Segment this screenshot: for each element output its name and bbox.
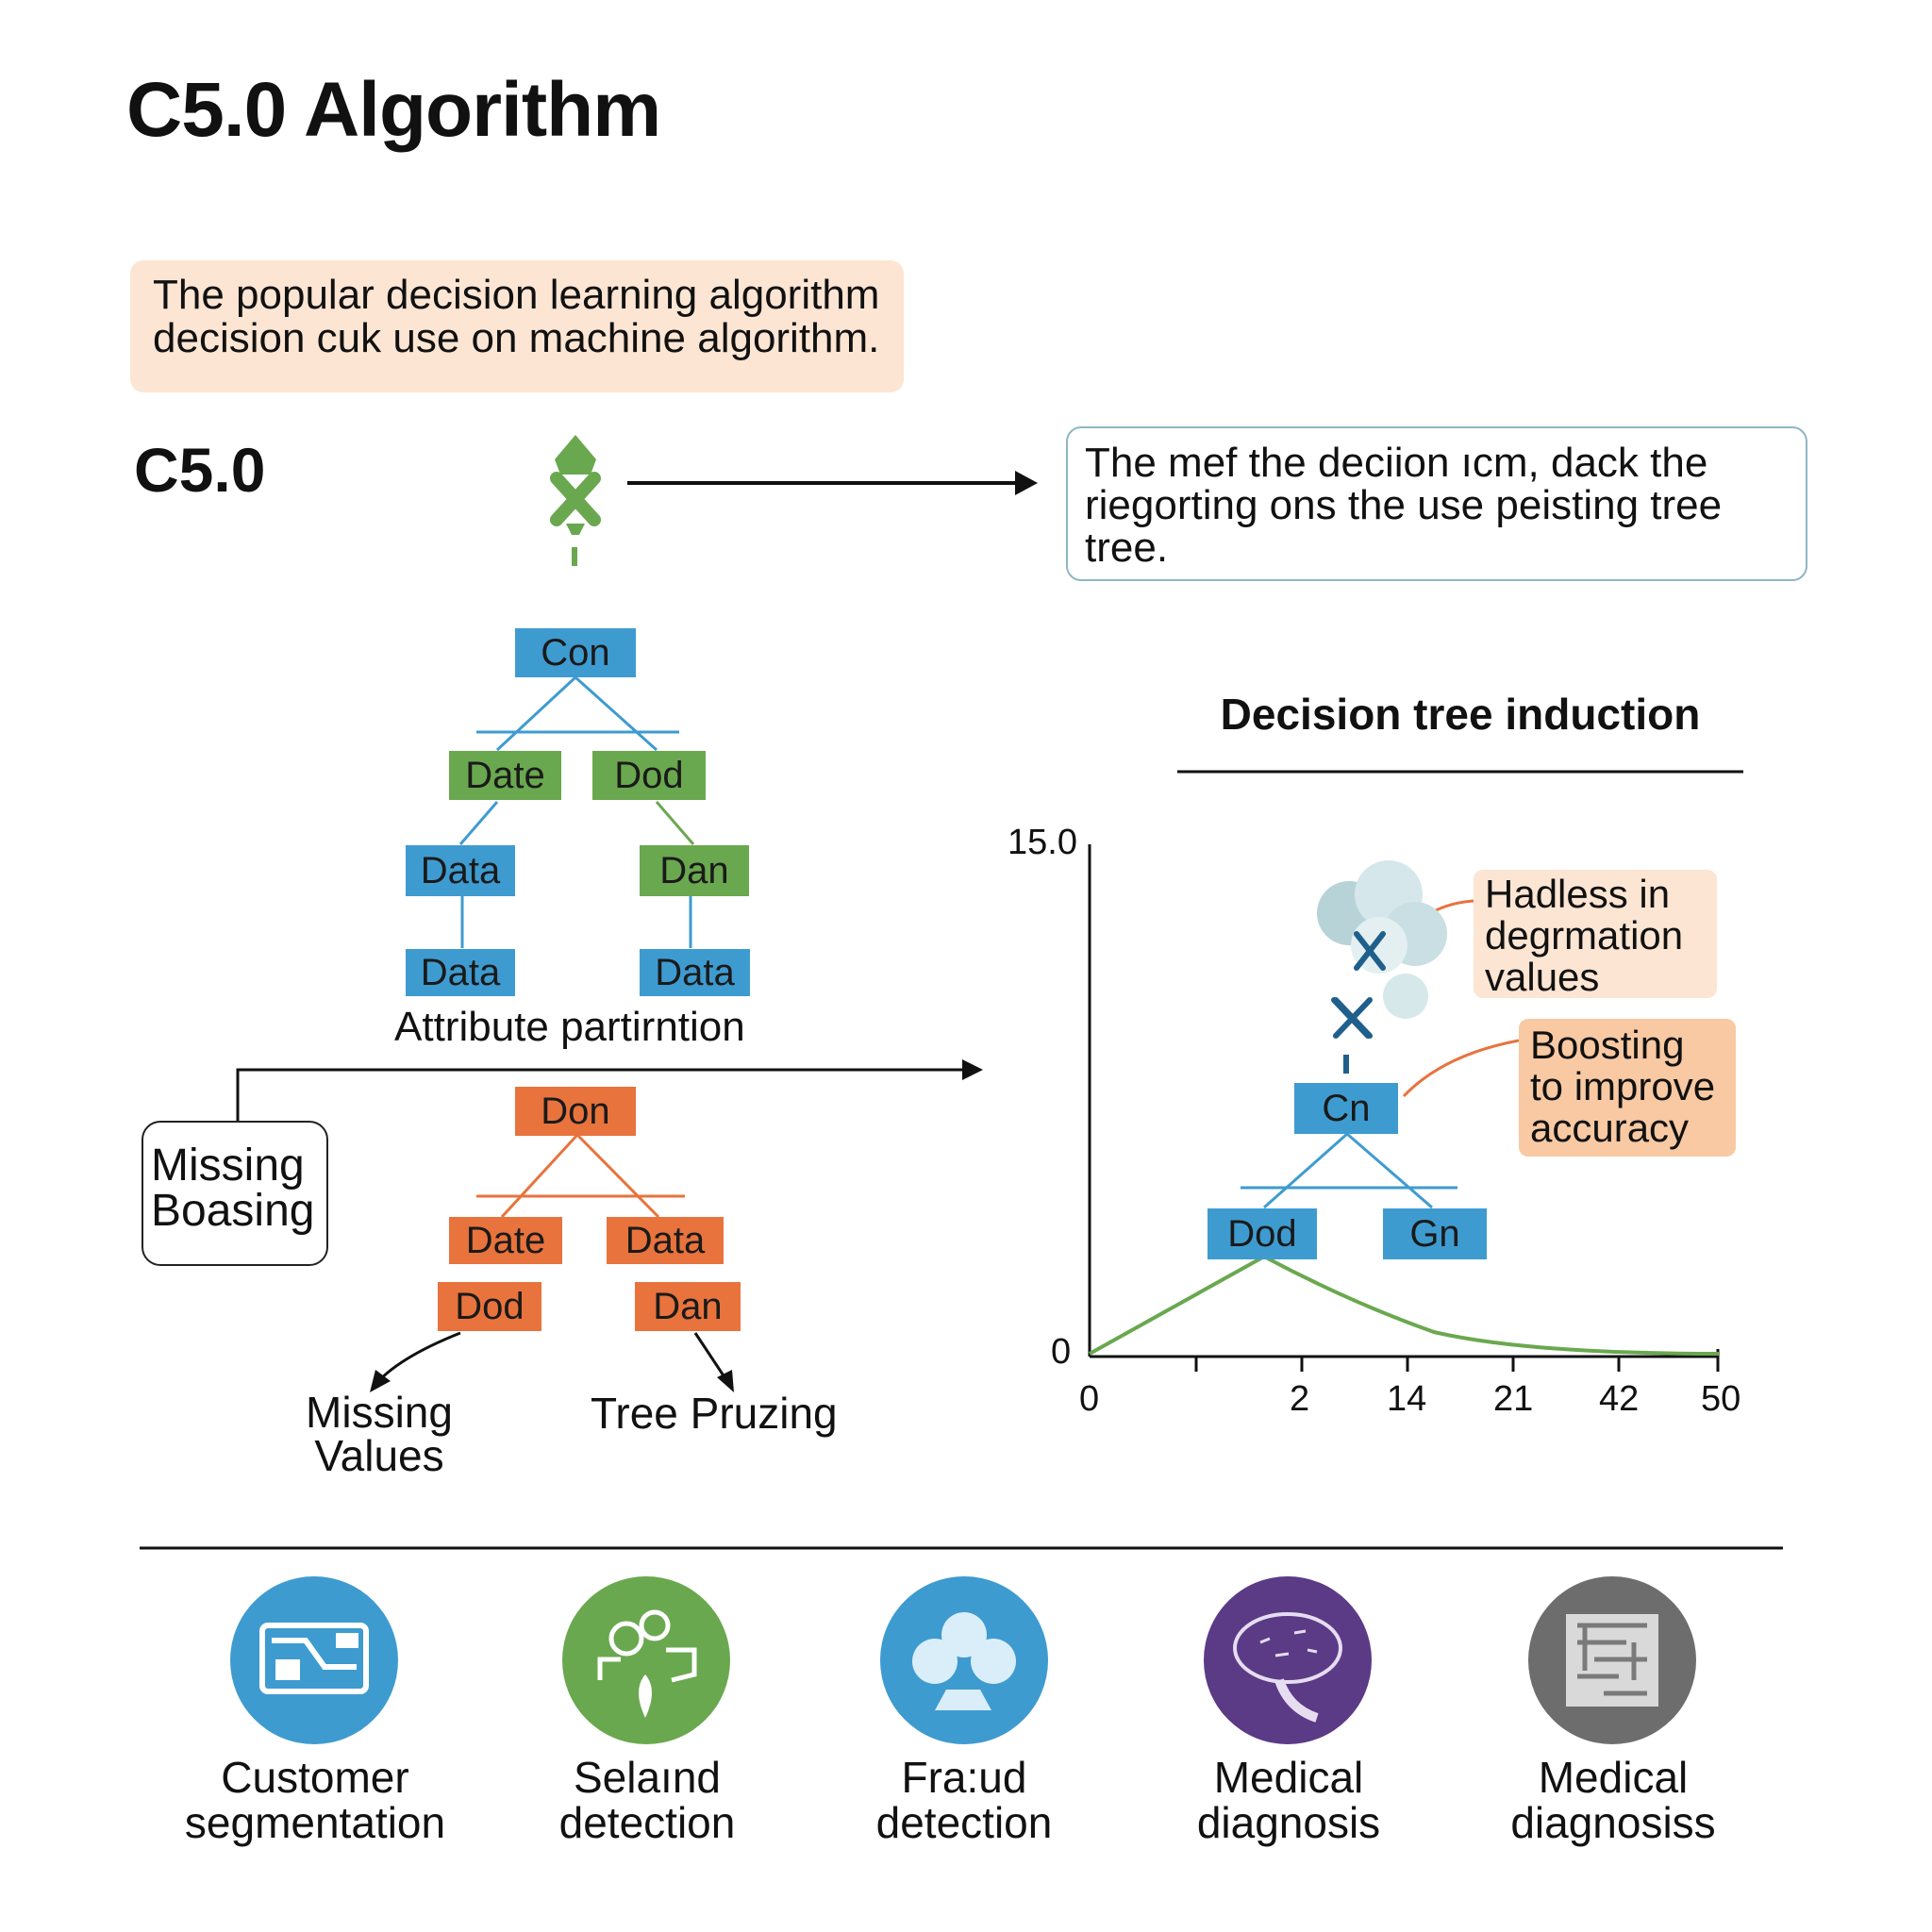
application-circle-4 bbox=[1204, 1576, 1372, 1744]
missing-box-line-1: Missing bbox=[151, 1141, 305, 1191]
tree-node-right: Dod bbox=[592, 751, 706, 800]
application-2-line-2: detection bbox=[558, 1798, 736, 1847]
intro-line-1: The popular decision learning algorithm bbox=[153, 272, 880, 318]
application-circle-1 bbox=[230, 1576, 398, 1744]
sprout-icon bbox=[550, 435, 601, 566]
pruned-tree-right: Data bbox=[607, 1217, 724, 1264]
note1-line-1: Hadless in bbox=[1485, 872, 1671, 916]
application-label-1: Customer segmentation bbox=[164, 1755, 466, 1845]
note-boosting: Boosting to improve accuracy bbox=[1519, 1019, 1736, 1157]
x-tick-4: 21 bbox=[1493, 1379, 1534, 1419]
missing-boasing-box bbox=[142, 1121, 328, 1266]
application-circle-2 bbox=[562, 1576, 730, 1744]
y-tick-top: 15.0 bbox=[1008, 823, 1077, 862]
application-circle-3 bbox=[880, 1576, 1048, 1744]
section-label: C5.0 bbox=[134, 435, 266, 505]
chart-area bbox=[1088, 844, 1720, 1372]
brain-icon bbox=[1233, 1612, 1342, 1723]
x-tick-5: 42 bbox=[1599, 1379, 1640, 1419]
application-label-3: Fra:ud detection bbox=[813, 1755, 1115, 1845]
chart-tree-right: Gn bbox=[1383, 1208, 1487, 1259]
pruned-tree-left: Date bbox=[449, 1217, 562, 1264]
note2-line-2: to improve bbox=[1530, 1064, 1716, 1108]
x-tick-6: 50 bbox=[1701, 1379, 1741, 1419]
chart-tree-root: Cn bbox=[1294, 1083, 1398, 1134]
application-1-line-2: segmentation bbox=[184, 1798, 446, 1847]
note-missing-values: Hadless in degrmation values bbox=[1474, 870, 1717, 998]
application-label-2: Selaınd detection bbox=[496, 1755, 798, 1845]
note1-line-2: degrmation bbox=[1485, 913, 1684, 958]
application-3-line-1: Fra:ud bbox=[901, 1753, 1027, 1802]
missing-box-text: Missing Boasing bbox=[151, 1143, 314, 1234]
application-2-line-1: Selaınd bbox=[573, 1753, 721, 1802]
x-tick-3: 14 bbox=[1387, 1379, 1427, 1419]
application-circle-5 bbox=[1528, 1576, 1696, 1744]
application-5-line-2: diagnosiss bbox=[1510, 1798, 1716, 1847]
application-5-line-1: Medical bbox=[1538, 1753, 1689, 1802]
tree-node-root: Con bbox=[515, 628, 636, 677]
note2-line-3: accuracy bbox=[1530, 1106, 1690, 1150]
tree-node-left: Date bbox=[449, 751, 561, 800]
description-line-1: The mef the deciion ıcm, dack the bbox=[1085, 440, 1708, 486]
application-4-line-1: Medical bbox=[1213, 1753, 1364, 1802]
intro-text: The popular decision learning algorithm … bbox=[153, 274, 908, 360]
sprout-arrow-graphic bbox=[550, 435, 1038, 566]
chart-tree-left: Dod bbox=[1208, 1208, 1317, 1259]
distribution-curve bbox=[1089, 1254, 1720, 1356]
tree-node-left-child: Data bbox=[406, 845, 515, 896]
cross-icon-2 bbox=[1333, 997, 1373, 1039]
tree-leaf-left: Data bbox=[406, 949, 515, 996]
maze-icon bbox=[1566, 1614, 1658, 1707]
application-1-line-1: Customer bbox=[221, 1753, 409, 1802]
x-tick-2: 2 bbox=[1290, 1379, 1310, 1419]
missing-values-line-2: Values bbox=[314, 1431, 444, 1480]
description-text: The mef the deciion ıcm, dack the riegor… bbox=[1085, 441, 1802, 569]
chart-title: Decision tree induction bbox=[1220, 690, 1701, 739]
application-4-line-2: diagnosis bbox=[1196, 1798, 1381, 1847]
pruned-tree-left-child: Dod bbox=[438, 1282, 541, 1331]
tree-caption: Attribute partirntion bbox=[394, 1004, 745, 1050]
pruned-tree-right-child: Dan bbox=[635, 1282, 741, 1331]
description-box bbox=[1066, 426, 1807, 581]
application-label-4: Medical diagnosis bbox=[1138, 1755, 1440, 1845]
tree-leaf-right: Data bbox=[640, 949, 750, 996]
application-label-5: Medical diagnosiss bbox=[1462, 1755, 1764, 1845]
tree-pruning-label: Tree Pruzing bbox=[591, 1389, 838, 1438]
segmentation-icon bbox=[259, 1623, 369, 1694]
missing-box-line-2: Boasing bbox=[151, 1186, 315, 1236]
note2-line-1: Boosting bbox=[1530, 1023, 1685, 1067]
note1-line-3: values bbox=[1485, 955, 1600, 999]
description-line-3: tree. bbox=[1085, 525, 1169, 571]
arrow-head bbox=[1015, 471, 1038, 495]
tree-node-right-child: Dan bbox=[640, 845, 749, 896]
missing-values-label: Missing Values bbox=[304, 1391, 455, 1477]
description-line-2: riegorting ons the use peisting tree bbox=[1085, 482, 1723, 528]
fraud-icon bbox=[912, 1612, 1016, 1710]
cloud-icon bbox=[1317, 860, 1447, 1019]
intro-banner bbox=[130, 260, 904, 392]
y-tick-zero: 0 bbox=[1051, 1332, 1072, 1372]
x-tick-1: 0 bbox=[1079, 1379, 1100, 1419]
missing-values-line-1: Missing bbox=[306, 1388, 453, 1437]
application-3-line-2: detection bbox=[875, 1798, 1053, 1847]
detection-icon bbox=[597, 1609, 697, 1718]
intro-line-2: decision cuk use on machine algorithm. bbox=[153, 315, 880, 361]
pruned-tree-root: Don bbox=[515, 1087, 636, 1136]
page-title: C5.0 Algorithm bbox=[126, 67, 661, 153]
